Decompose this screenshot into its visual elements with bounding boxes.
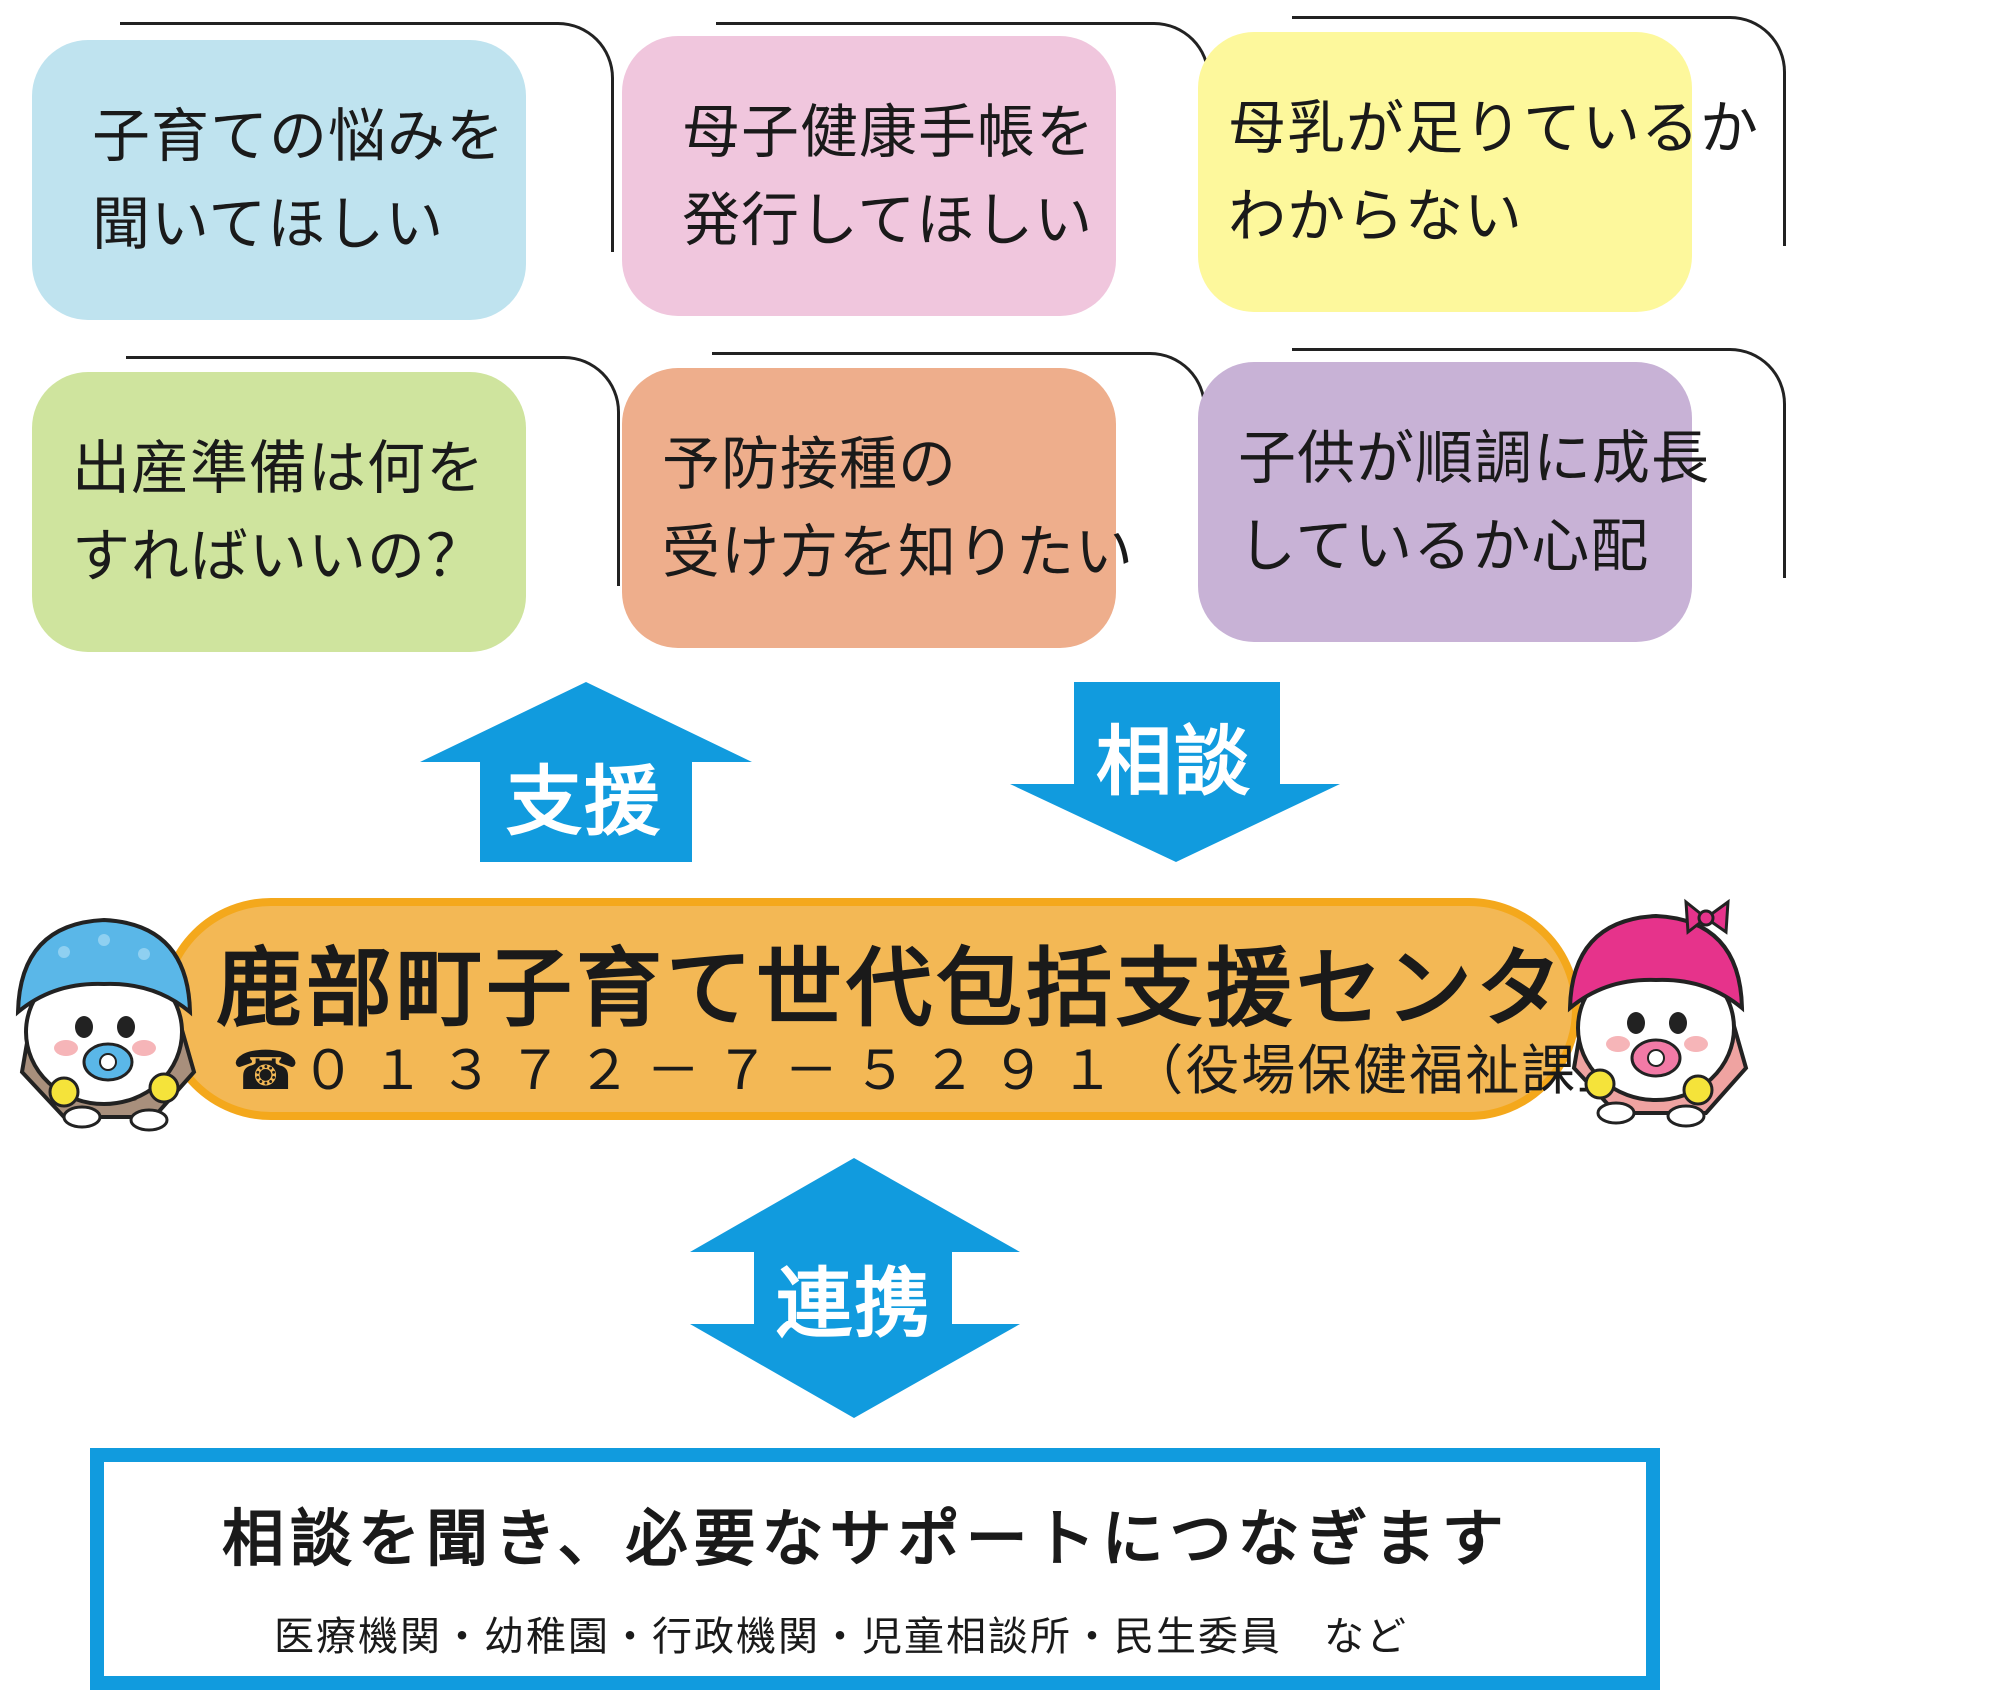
baby-mascot-pink-hat-icon	[1567, 898, 1749, 1128]
referral-main-text: 相談を聞き、必要なサポートにつなぎます	[222, 1502, 1510, 1575]
center-title: 鹿部町子育て世代包括支援センター	[216, 939, 1656, 1039]
concern-card-4: 出産準備は何を すればいいの？	[32, 372, 526, 652]
card-bracket	[120, 22, 614, 252]
card-line-1: 出産準備は何を	[72, 434, 486, 502]
concern-card-5: 予防接種の 受け方を知りたい	[622, 368, 1135, 648]
phone-number: ０１３７２－７－５２９１	[301, 1039, 1130, 1102]
card-line-2: 受け方を知りたい	[662, 518, 1135, 586]
card-bracket	[1292, 348, 1786, 578]
card-line-2: わからない	[1228, 182, 1524, 250]
card-line-2: 発行してほしい	[682, 186, 1094, 254]
support-center-band	[160, 898, 1580, 1120]
card-bracket	[1292, 16, 1786, 246]
card-line-1: 予防接種の	[662, 430, 958, 498]
cooperate-double-arrow	[690, 1158, 1020, 1418]
baby-mascot-blue-hat-icon	[15, 917, 197, 1132]
concern-card-1: 子育ての悩みを 聞いてほしい	[32, 40, 526, 320]
card-line-2: しているか心配	[1238, 512, 1650, 580]
card-bracket	[126, 356, 620, 586]
concern-card-3: 母乳が足りているか わからない	[1198, 32, 1760, 312]
referral-organizations: 医療機関・幼稚園・行政機関・児童相談所・民生委員 など	[274, 1614, 1408, 1660]
referral-box	[90, 1448, 1660, 1690]
concern-card-2: 母子健康手帳を 発行してほしい	[622, 36, 1116, 316]
card-line-2: すればいいの？	[72, 522, 486, 590]
card-line-1: 母乳が足りているか	[1228, 94, 1760, 162]
telephone-icon: ☎	[232, 1039, 302, 1102]
card-line-1: 母子健康手帳を	[682, 98, 1096, 166]
support-up-arrow	[420, 682, 752, 862]
card-line-1: 子供が順調に成長	[1238, 424, 1711, 492]
center-phone-line: ☎０１３７２－７－５２９１（役場保健福祉課直通）	[232, 1026, 1745, 1105]
consult-down-arrow	[1010, 682, 1340, 862]
card-line-1: 子育ての悩みを	[92, 102, 506, 170]
consult-label: 相談	[1096, 717, 1252, 806]
card-line-2: 聞いてほしい	[92, 190, 445, 258]
concern-card-6: 子供が順調に成長 しているか心配	[1198, 362, 1711, 642]
cooperate-label: 連携	[776, 1259, 932, 1348]
support-label: 支援	[506, 757, 662, 846]
